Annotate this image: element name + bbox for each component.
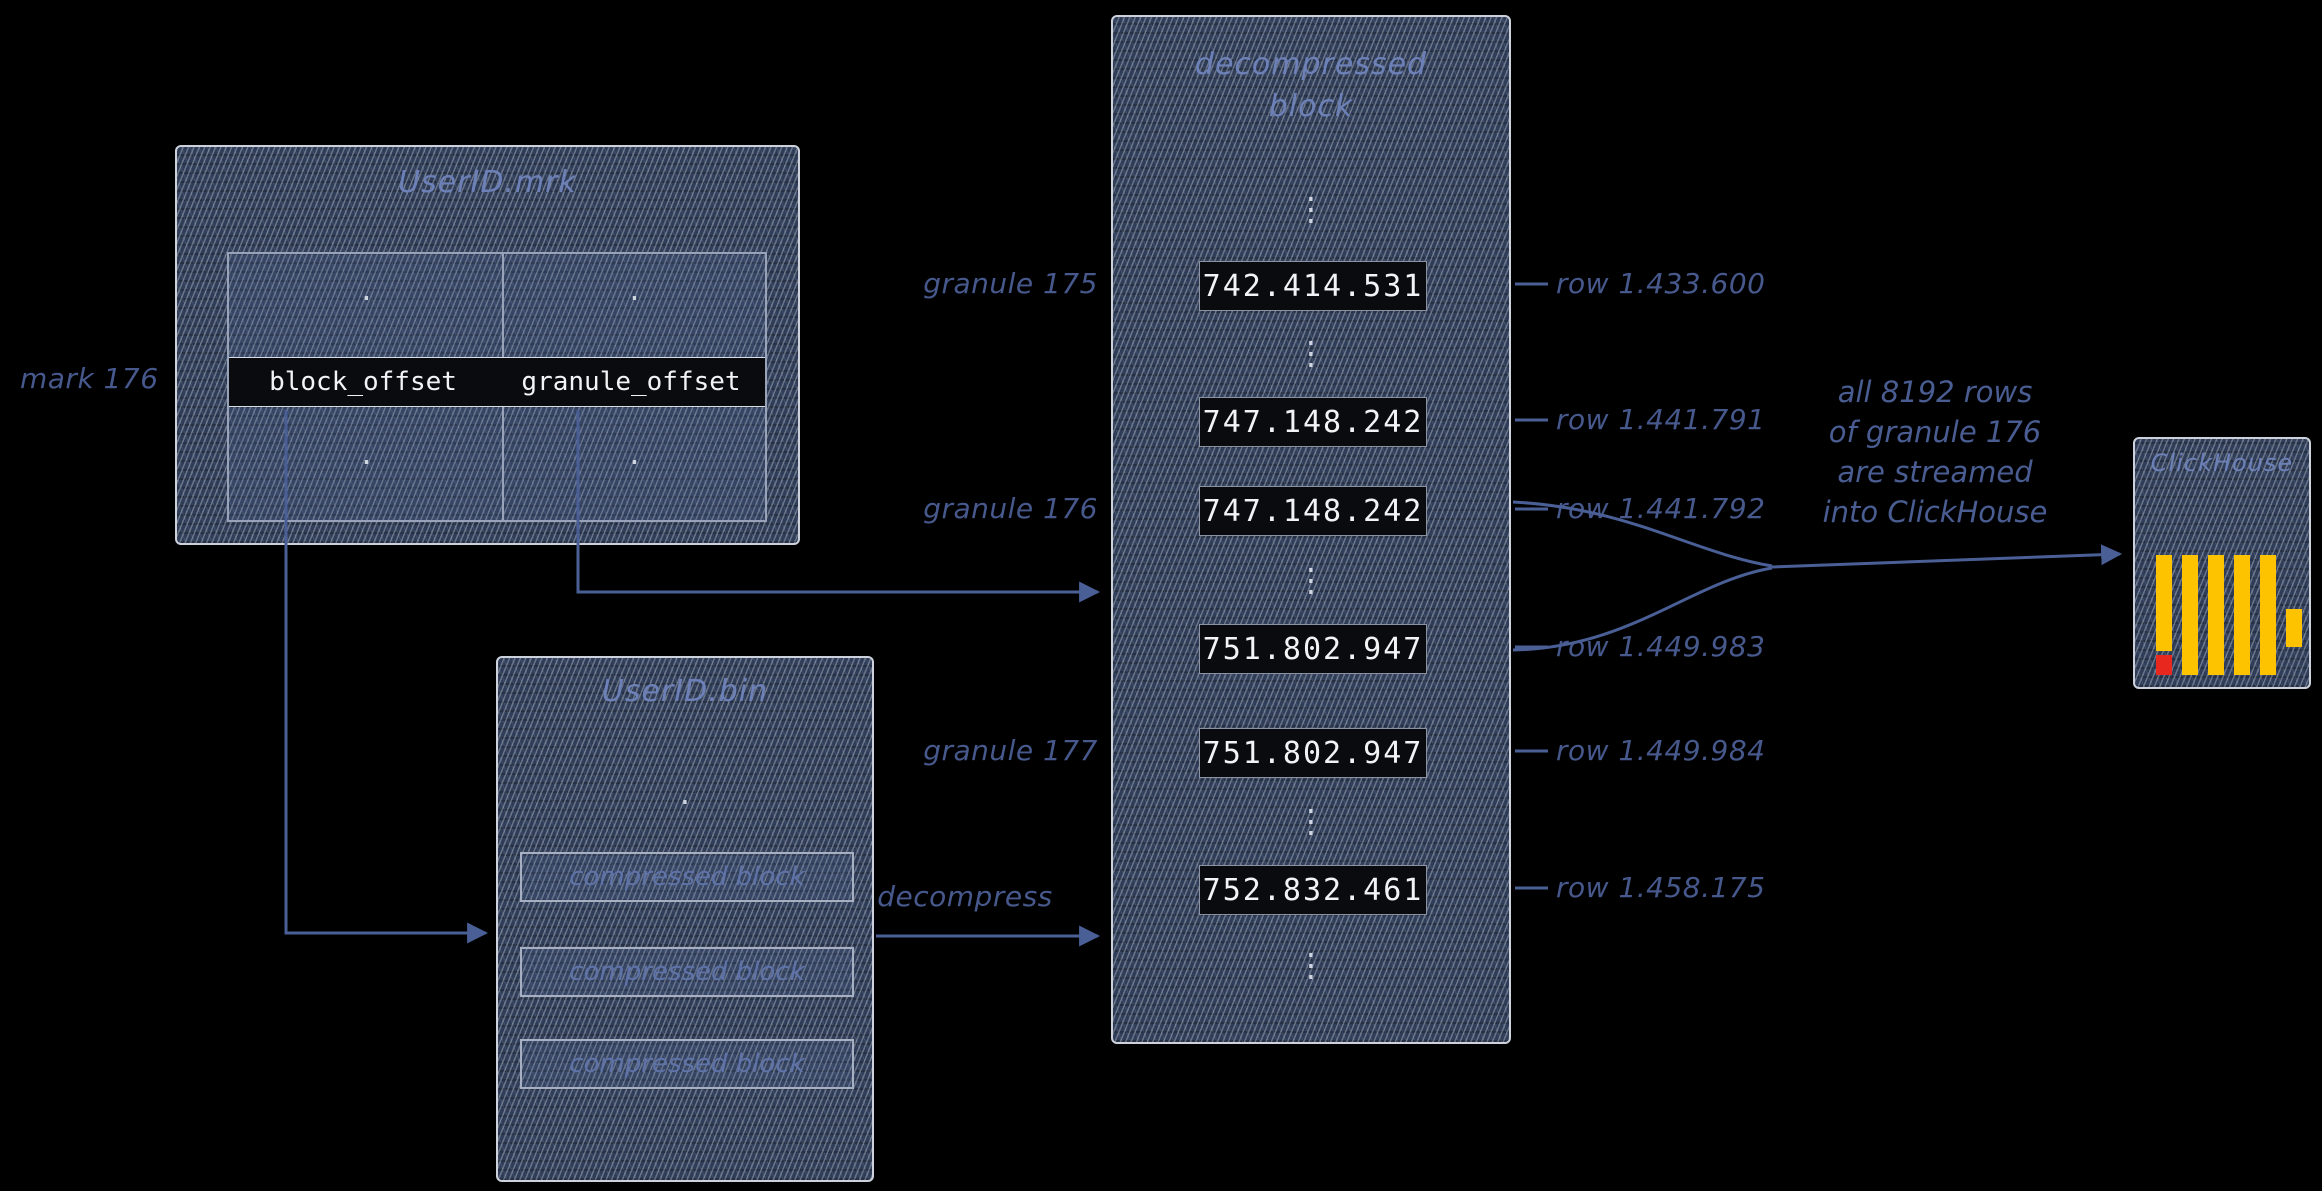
block-offset-header: block_offset [269,367,457,397]
logo-bar [2182,555,2198,675]
logo-bar [2208,555,2224,675]
logo-bar [2156,555,2172,651]
value-cell: 751.802.947 [1199,624,1427,674]
clickhouse-label: ClickHouse [2150,449,2294,477]
bin-file-title: UserID.bin [601,674,769,709]
row-number-label: row 1.441.791 [1556,403,1766,436]
vertical-ellipsis: ⋮ [1295,190,1327,228]
row-number-label: row 1.458.175 [1556,871,1766,904]
granule-175-label: granule 175 [923,267,1098,300]
mrk-table-header: block_offset granule_offset [229,357,765,407]
row-number-label: row 1.449.984 [1556,734,1766,767]
mrk-file-title: UserID.mrk [398,165,577,200]
compressed-block-row: compressed block [520,852,854,902]
vertical-ellipsis: ⋮ [1295,946,1327,984]
decompressed-block-title-line2: block [1268,89,1354,124]
compressed-block-row: compressed block [520,947,854,997]
value-cell: 752.832.461 [1199,865,1427,915]
decompressed-block-box: decompressed block ⋮ 742.414.531 ⋮ 747.1… [1111,15,1511,1044]
value-cell: 747.148.242 [1199,486,1427,536]
vertical-ellipsis: ⋮ [1295,802,1327,840]
ellipsis-dot: · [629,443,640,481]
ellipsis-dot: · [361,279,372,317]
logo-red-accent [2156,655,2172,675]
decompressed-block-title-line1: decompressed [1194,47,1428,82]
compressed-block-row: compressed block [520,1039,854,1089]
decompress-label: decompress [877,880,1053,913]
stream-arrow [1771,544,2123,569]
row-number-label: row 1.441.792 [1556,492,1766,525]
row-number-label: row 1.433.600 [1556,267,1766,300]
logo-bar-short [2286,609,2302,647]
userid-mrk-file-box: UserID.mrk · · block_offset granule_offs… [175,145,800,545]
granule-176-label: granule 176 [923,492,1098,525]
vertical-ellipsis: ⋮ [1295,334,1327,372]
ellipsis-dot: · [629,279,640,317]
row-number-label: row 1.449.983 [1556,630,1766,663]
stream-note-line: into ClickHouse [1822,495,2048,529]
stream-note-line: of granule 176 [1828,415,2042,449]
mrk-table: · · block_offset granule_offset · · [227,252,767,522]
granule-offset-header: granule_offset [521,367,741,397]
logo-bar [2260,555,2276,675]
value-cell: 742.414.531 [1199,261,1427,311]
stream-note-line: all 8192 rows [1837,375,2033,409]
granule-177-label: granule 177 [923,734,1098,767]
mark-176-label: mark 176 [20,362,159,395]
stream-note-line: are streamed [1837,455,2033,489]
vertical-ellipsis: ⋮ [1295,561,1327,599]
value-cell: 751.802.947 [1199,728,1427,778]
clickhouse-box: ClickHouse [2133,437,2311,689]
ellipsis-dot: · [679,783,691,821]
userid-bin-file-box: UserID.bin · compressed block compressed… [496,656,874,1182]
logo-bar [2234,555,2250,675]
ellipsis-dot: · [361,443,372,481]
value-cell: 747.148.242 [1199,397,1427,447]
